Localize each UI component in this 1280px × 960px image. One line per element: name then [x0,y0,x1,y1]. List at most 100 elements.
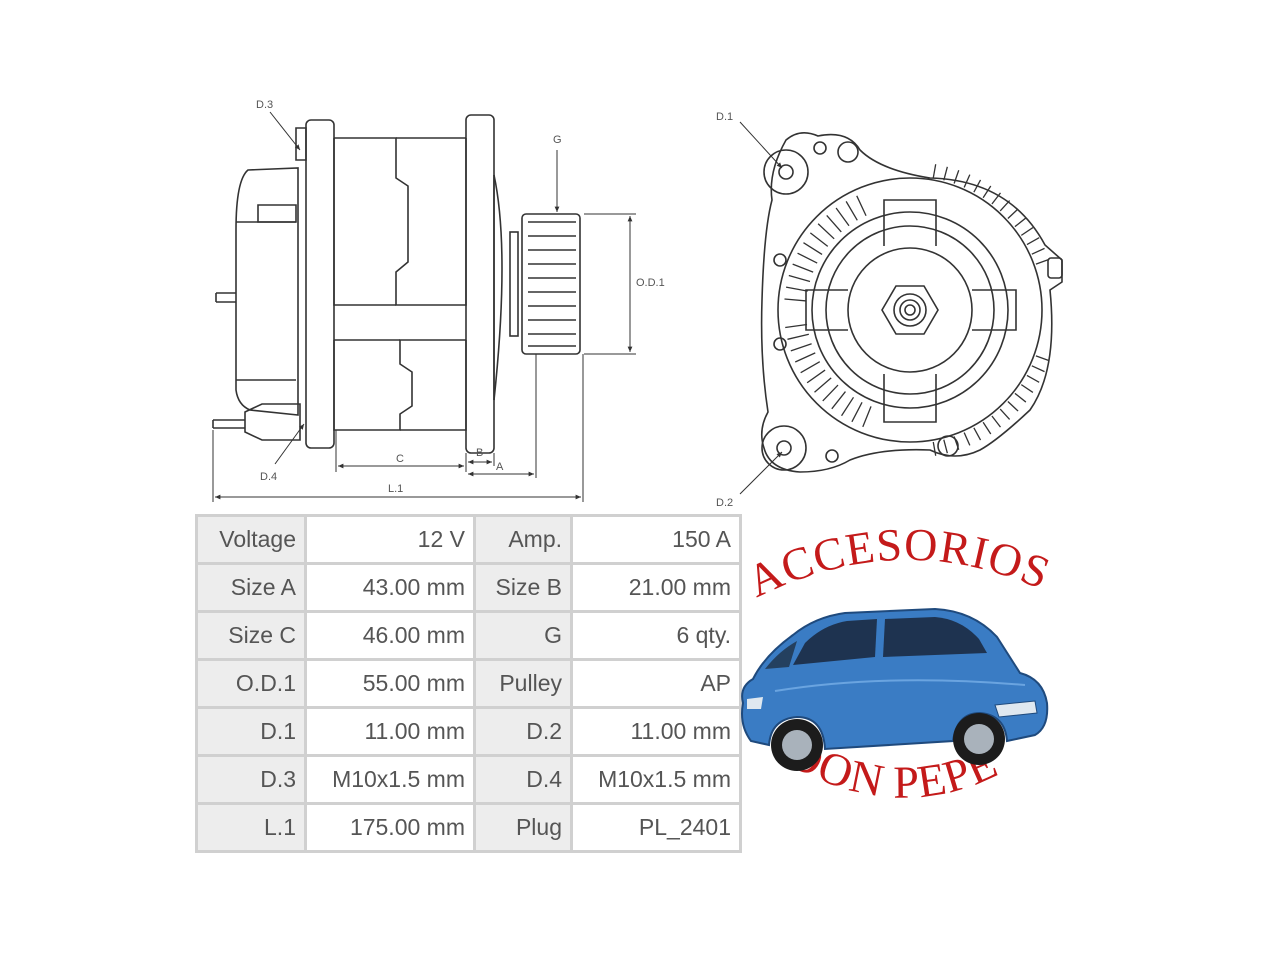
vent-slot [800,361,821,374]
vent-slot [991,192,1002,205]
mount-d2 [761,425,807,471]
spec-key: G [476,613,570,658]
spec-value: 43.00 mm [307,565,473,610]
vent-slot [982,185,992,199]
spec-value: M10x1.5 mm [307,757,473,802]
spec-key: D.1 [198,709,304,754]
vent-slot [806,369,826,384]
vent-slot [831,391,846,410]
vent-slot [953,436,960,450]
vent-slot [814,377,832,393]
label-d2: D.2 [716,497,733,509]
vent-slot [817,223,835,240]
vent-slot [1020,227,1034,236]
logo-line1: ACCESORIOS [740,520,1058,607]
label-b: B [476,447,483,459]
label-l1: L.1 [388,483,403,495]
stator [334,137,467,306]
vent-slot [973,179,982,193]
label-c: C [396,453,404,465]
vent-slot [784,298,807,302]
vent-slot [1035,258,1050,265]
label-a: A [496,461,504,473]
vent-slot [792,263,814,273]
vent-slot [932,441,937,456]
front-view [760,132,1063,473]
vent-slot [1020,384,1034,393]
label-d4: D.4 [260,471,277,483]
vent-slot [1007,401,1019,412]
spec-key: D.2 [476,709,570,754]
vent-slot [785,286,808,292]
label-g: G [553,134,562,146]
vent-slot [862,406,872,428]
vent-slot [943,439,948,454]
accesorios-don-pepe-logo: ACCESORIOS DON PEPE [740,520,1058,808]
front-dimensions [739,121,783,495]
side-labels: D.3 D.4 G O.D.1 C B A L.1 [256,99,665,495]
vent-slot [787,333,810,340]
spec-key: D.3 [198,757,304,802]
spec-value: 46.00 mm [307,613,473,658]
vent-slot [1031,365,1045,373]
pulley-face [847,247,973,373]
spec-key: Size B [476,565,570,610]
vent-slot [822,384,839,402]
vent-slot [1014,217,1027,228]
vent-slot [982,421,992,435]
vent-slot [1007,208,1019,219]
spec-key: Voltage [198,517,304,562]
spec-key: Pulley [476,661,570,706]
spec-value: 21.00 mm [573,565,739,610]
outer-ring [777,177,1043,443]
vent-slot [794,352,816,363]
side-dimensions [212,111,636,502]
vent-slot [1031,247,1045,255]
stud-top [215,292,236,303]
vent-slot [785,323,808,329]
vent-slot [835,207,850,227]
vent-slot [1026,374,1040,383]
alternator-diagram: D.3 D.4 G O.D.1 C B A L.1 [212,99,1063,509]
spec-key: Size A [198,565,304,610]
spec-key: Amp. [476,517,570,562]
vent-slot [953,170,960,184]
stud-bottom [212,419,245,429]
vent-slot [999,200,1011,212]
front-flange [465,114,495,454]
spec-value: 11.00 mm [573,709,739,754]
label-od1: O.D.1 [636,277,665,289]
spec-value: PL_2401 [573,805,739,850]
vent-slot [797,252,818,264]
side-view [212,114,581,454]
spec-key: Size C [198,613,304,658]
vent-slot [840,396,855,417]
pulley [521,213,581,355]
vent-slot [963,174,971,188]
vent-slot [851,401,863,423]
spec-value: 175.00 mm [307,805,473,850]
spec-value: 55.00 mm [307,661,473,706]
fan-cone [493,174,503,401]
vent-slot [1014,392,1027,403]
vent-slot [845,201,858,221]
spec-key: D.4 [476,757,570,802]
vent-slot [826,215,842,233]
vent-slot [790,343,812,352]
vent-slot [803,242,823,256]
car-icon [741,607,1049,771]
label-d1: D.1 [716,111,733,123]
vent-slot [809,232,829,247]
rear-flange [305,119,335,449]
spec-key: L.1 [198,805,304,850]
vent-slot [856,195,867,217]
vent-slot [991,415,1002,428]
